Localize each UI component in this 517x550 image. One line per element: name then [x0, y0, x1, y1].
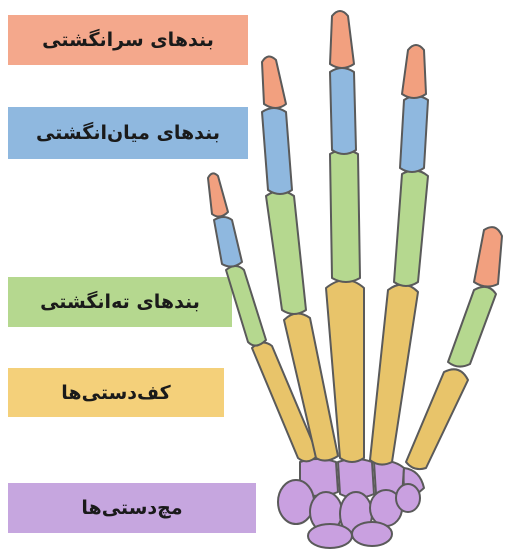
proximal-phalanx — [266, 191, 306, 314]
carpal-bones — [278, 459, 424, 548]
proximal-phalanx — [448, 287, 496, 367]
middle-phalanx — [330, 68, 356, 154]
metacarpal-bone — [370, 284, 418, 464]
proximal-phalanx — [394, 170, 428, 286]
distal-phalanx — [208, 173, 228, 216]
carpal-bone — [396, 484, 420, 512]
metacarpal-bone — [406, 369, 468, 469]
carpal-bone — [352, 522, 392, 546]
carpal-bone — [278, 480, 314, 524]
middle-phalanx — [400, 96, 428, 172]
distal-phalanx — [474, 227, 502, 286]
distal-phalanx — [262, 56, 286, 108]
distal-phalanx — [402, 45, 426, 98]
middle-phalanx — [214, 217, 242, 267]
distal-phalanx — [330, 11, 354, 68]
carpal-bone — [308, 524, 352, 548]
middle-phalanges — [214, 68, 428, 267]
proximal-phalanx — [330, 150, 360, 282]
middle-phalanx — [262, 108, 292, 194]
proximal-phalanx — [226, 266, 266, 346]
